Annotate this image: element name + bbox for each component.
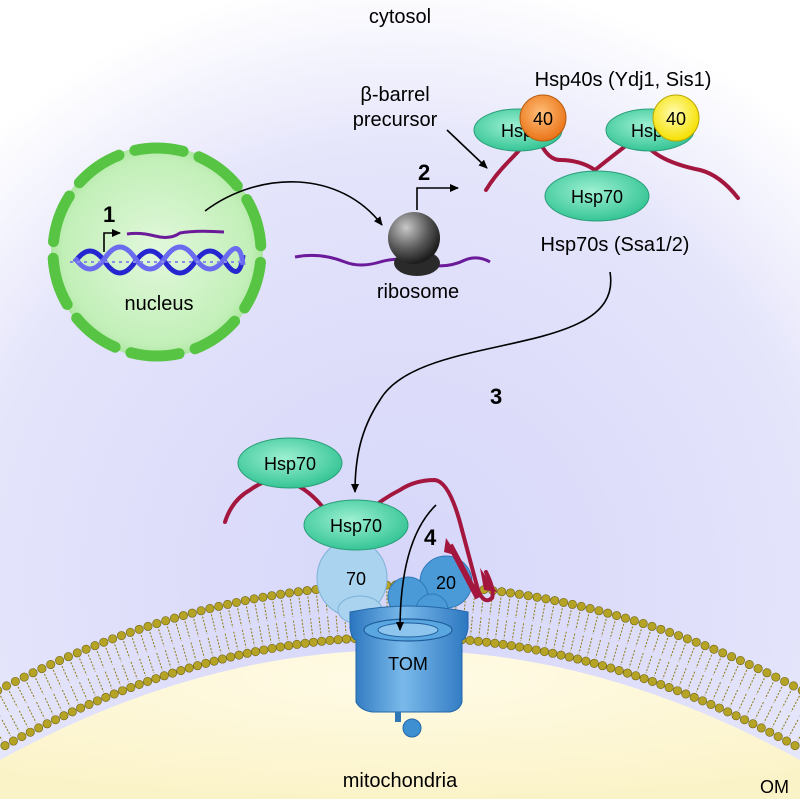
transcription-start-arrow	[103, 229, 121, 252]
tom-label: TOM	[388, 654, 428, 674]
om-label: OM	[760, 777, 789, 797]
hsp70-upper-middle-label: Hsp70	[571, 187, 623, 207]
import-arrow	[396, 504, 437, 631]
mrna-export-arrow	[204, 181, 383, 226]
hsp40-yellow: 40	[652, 94, 700, 142]
hsp40-yellow-label: 40	[666, 109, 686, 129]
hsp70-lower-left-label: Hsp70	[264, 454, 316, 474]
precursor-label-line2: precursor	[353, 109, 438, 131]
dna-helix	[70, 244, 246, 276]
precursor-polypeptide-upper	[484, 125, 740, 200]
cytosol-label: cytosol	[369, 6, 431, 28]
precursor-label-line1: β-barrel	[360, 84, 429, 106]
step-4-label: 4	[424, 525, 437, 550]
nucleus: 1 nucleus	[47, 142, 267, 362]
translation-arrow	[416, 184, 459, 210]
beta-hairpin	[444, 528, 497, 603]
step-2-label: 2	[418, 160, 430, 185]
ribosome: ribosome	[294, 212, 491, 303]
mrna-in-nucleus	[126, 229, 225, 239]
hsp70s-label: Hsp70s (Ssa1/2)	[541, 234, 690, 256]
hsp70-chaperone-upper-middle: Hsp70	[544, 170, 650, 222]
step-1-label: 1	[103, 202, 115, 227]
tom20-label: 20	[436, 573, 456, 593]
hsp70-chaperone-on-tom70: Hsp70	[303, 499, 409, 551]
tom70-label: 70	[346, 569, 366, 589]
tom-complex: 70 20 TOM	[316, 539, 473, 738]
hsp70-chaperone-lower-left: Hsp70	[237, 437, 343, 489]
hsp70-on-tom70-label: Hsp70	[330, 516, 382, 536]
nucleus-label: nucleus	[125, 293, 194, 315]
precursor-pointer-arrow	[446, 129, 488, 169]
hsp40-orange: 40	[519, 94, 567, 142]
ribosome-label: ribosome	[377, 281, 459, 303]
hsp40-orange-label: 40	[533, 109, 553, 129]
targeting-arrow	[351, 271, 612, 493]
mitochondria-label: mitochondria	[343, 770, 458, 792]
hsp40s-label: Hsp40s (Ydj1, Sis1)	[535, 69, 712, 91]
step-3-label: 3	[490, 384, 502, 409]
tom-channel: TOM	[349, 605, 469, 738]
